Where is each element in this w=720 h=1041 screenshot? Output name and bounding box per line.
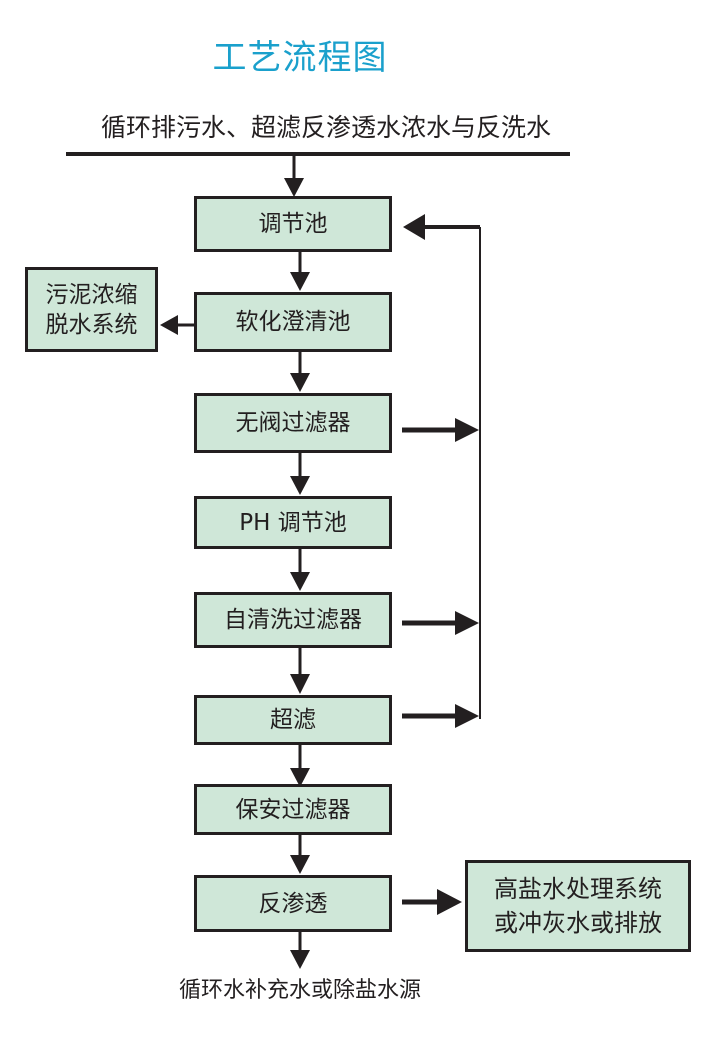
arrowhead-valveless-recycle bbox=[455, 418, 479, 442]
step-label: 无阀过滤器 bbox=[235, 410, 351, 436]
outlet-label: 循环水补充水或除盐水源 bbox=[178, 978, 421, 1003]
arrowhead bbox=[290, 572, 310, 591]
step-ph-regulating-tank: PH 调节池 bbox=[194, 496, 392, 549]
arrowhead-selfclean-recycle bbox=[455, 611, 479, 635]
sludge-dewatering-box: 污泥浓缩 脱水系统 bbox=[25, 267, 158, 352]
arrow-softening-to-sludge bbox=[160, 315, 195, 335]
step-valveless-filter: 无阀过滤器 bbox=[194, 393, 392, 453]
arrowhead bbox=[284, 178, 304, 197]
arrowhead bbox=[290, 373, 310, 392]
step-softening-clarifier: 软化澄清池 bbox=[194, 292, 392, 352]
step-label: 反渗透 bbox=[258, 890, 328, 917]
arrowhead-to-regulating bbox=[403, 214, 425, 240]
step-label: 超滤 bbox=[270, 707, 316, 733]
arrowhead bbox=[290, 272, 310, 291]
arrowhead bbox=[290, 768, 310, 787]
sludge-line1: 污泥浓缩 bbox=[45, 281, 138, 308]
step-self-cleaning-filter: 自清洗过滤器 bbox=[194, 592, 392, 648]
brine-line2: 或冲灰水或排放 bbox=[494, 909, 662, 937]
recycle-return-lines bbox=[402, 214, 481, 728]
diagram-title: 工艺流程图 bbox=[212, 38, 388, 78]
arrowhead bbox=[290, 674, 310, 694]
step-label: 调节池 bbox=[258, 211, 328, 237]
step-ultrafiltration: 超滤 bbox=[194, 695, 392, 745]
brine-treatment-box: 高盐水处理系统 或冲灰水或排放 bbox=[465, 860, 691, 952]
arrow-ro-to-brine bbox=[402, 889, 462, 915]
brine-line1: 高盐水处理系统 bbox=[494, 875, 662, 903]
step-regulating-tank: 调节池 bbox=[194, 196, 392, 252]
step-label: 软化澄清池 bbox=[235, 309, 351, 335]
arrowhead bbox=[290, 855, 310, 874]
step-label: 自清洗过滤器 bbox=[224, 607, 362, 633]
step-reverse-osmosis: 反渗透 bbox=[194, 875, 392, 932]
arrowhead-uf-recycle bbox=[455, 704, 479, 728]
arrowhead bbox=[290, 476, 310, 495]
arrowhead bbox=[290, 950, 310, 969]
step-label: 保安过滤器 bbox=[235, 796, 351, 823]
step-label: PH 调节池 bbox=[239, 509, 347, 536]
source-water-label: 循环排污水、超滤反渗透水浓水与反洗水 bbox=[100, 113, 551, 142]
sludge-line2: 脱水系统 bbox=[45, 311, 138, 338]
step-security-filter: 保安过滤器 bbox=[194, 784, 392, 835]
main-flow-arrows bbox=[284, 154, 310, 969]
